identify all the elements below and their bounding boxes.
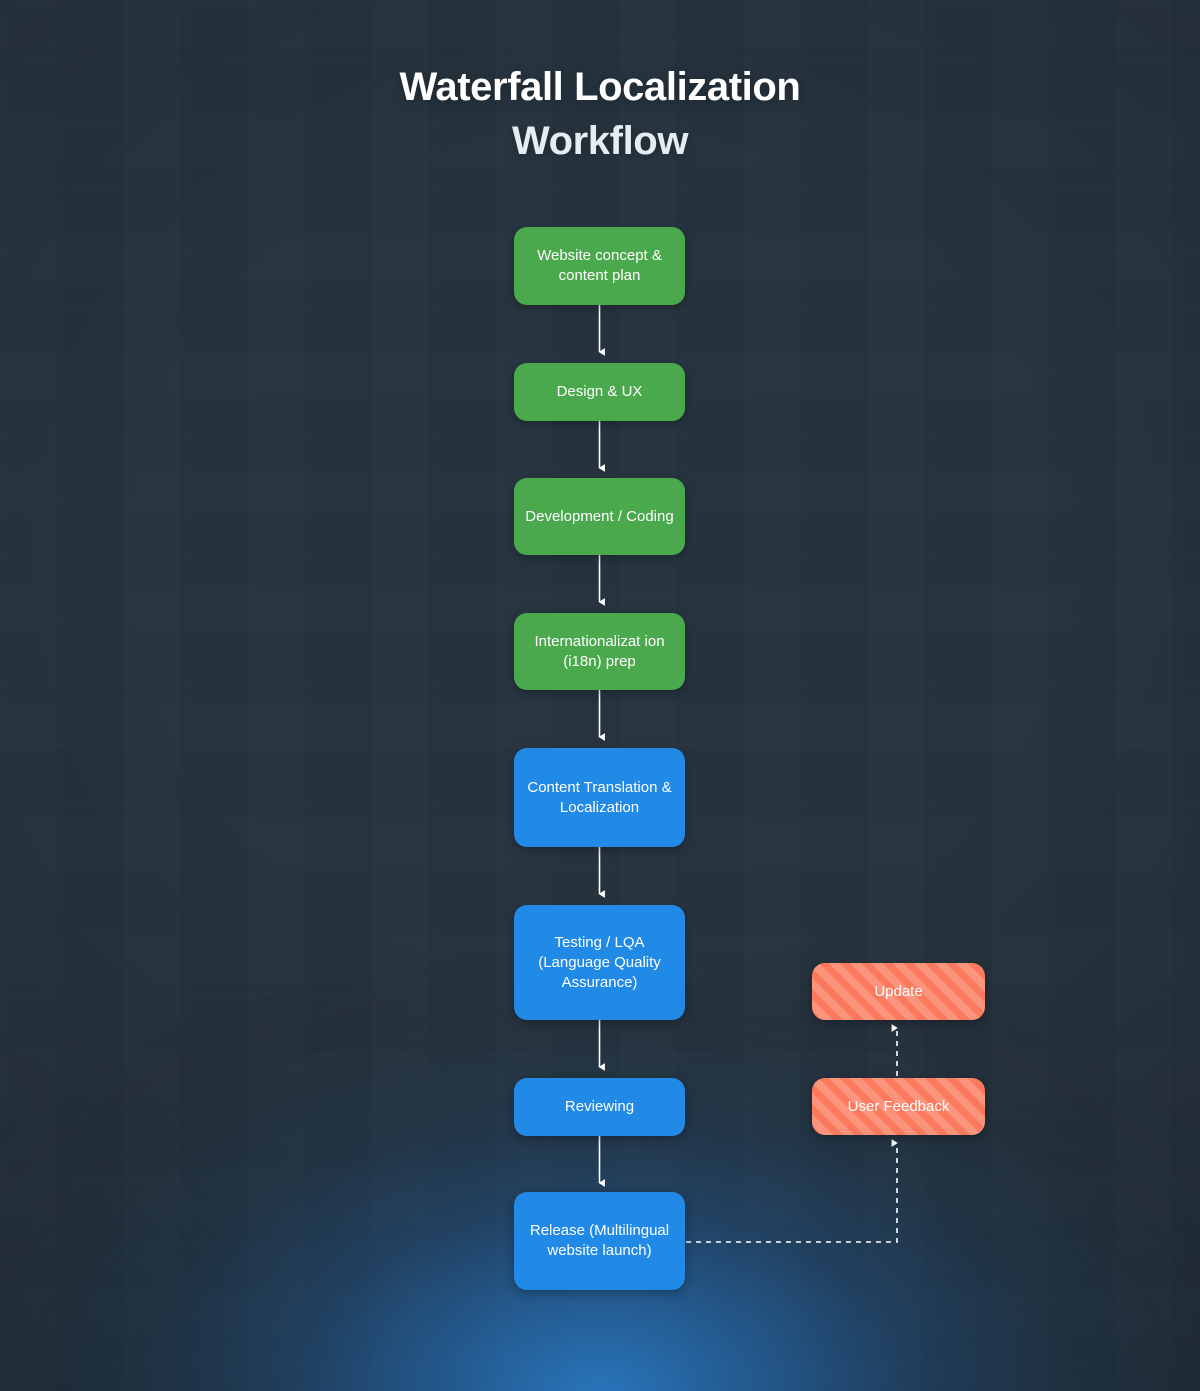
node-label: Release (Multilingual website launch) bbox=[529, 1222, 670, 1259]
node-label: Development / Coding bbox=[525, 507, 674, 525]
node-development-coding[interactable]: Development / Coding bbox=[514, 478, 685, 555]
title-line-1: Waterfall Localization bbox=[399, 65, 801, 109]
node-label: Internationalizat ion (i18n) prep bbox=[534, 632, 665, 670]
node-design-ux[interactable]: Design & UX bbox=[514, 363, 685, 421]
node-content-translation[interactable]: Content Translation & Localization bbox=[514, 748, 685, 847]
node-release[interactable]: Release (Multilingual website launch) bbox=[514, 1192, 685, 1290]
edge-release-user-feedback bbox=[686, 1139, 898, 1243]
node-label: User Feedback bbox=[847, 1097, 950, 1115]
node-label: Website concept & content plan bbox=[537, 247, 662, 284]
node-reviewing[interactable]: Reviewing bbox=[514, 1078, 685, 1136]
node-i18n-prep[interactable]: Internationalizat ion (i18n) prep bbox=[514, 613, 685, 690]
node-label: Update bbox=[874, 982, 923, 1000]
page-title: Waterfall Localization Workflow bbox=[0, 60, 1200, 168]
node-testing-lqa[interactable]: Testing / LQA (Language Quality Assuranc… bbox=[514, 905, 685, 1020]
node-update[interactable]: Update bbox=[812, 963, 985, 1020]
node-label: Reviewing bbox=[564, 1098, 635, 1115]
node-user-feedback[interactable]: User Feedback bbox=[812, 1078, 985, 1135]
node-label: Content Translation & Localization bbox=[527, 778, 672, 816]
node-label: Design & UX bbox=[556, 383, 643, 400]
title-line-2: Workflow bbox=[511, 119, 689, 163]
node-label: Testing / LQA (Language Quality Assuranc… bbox=[538, 933, 661, 991]
node-website-concept[interactable]: Website concept & content plan bbox=[514, 227, 685, 305]
